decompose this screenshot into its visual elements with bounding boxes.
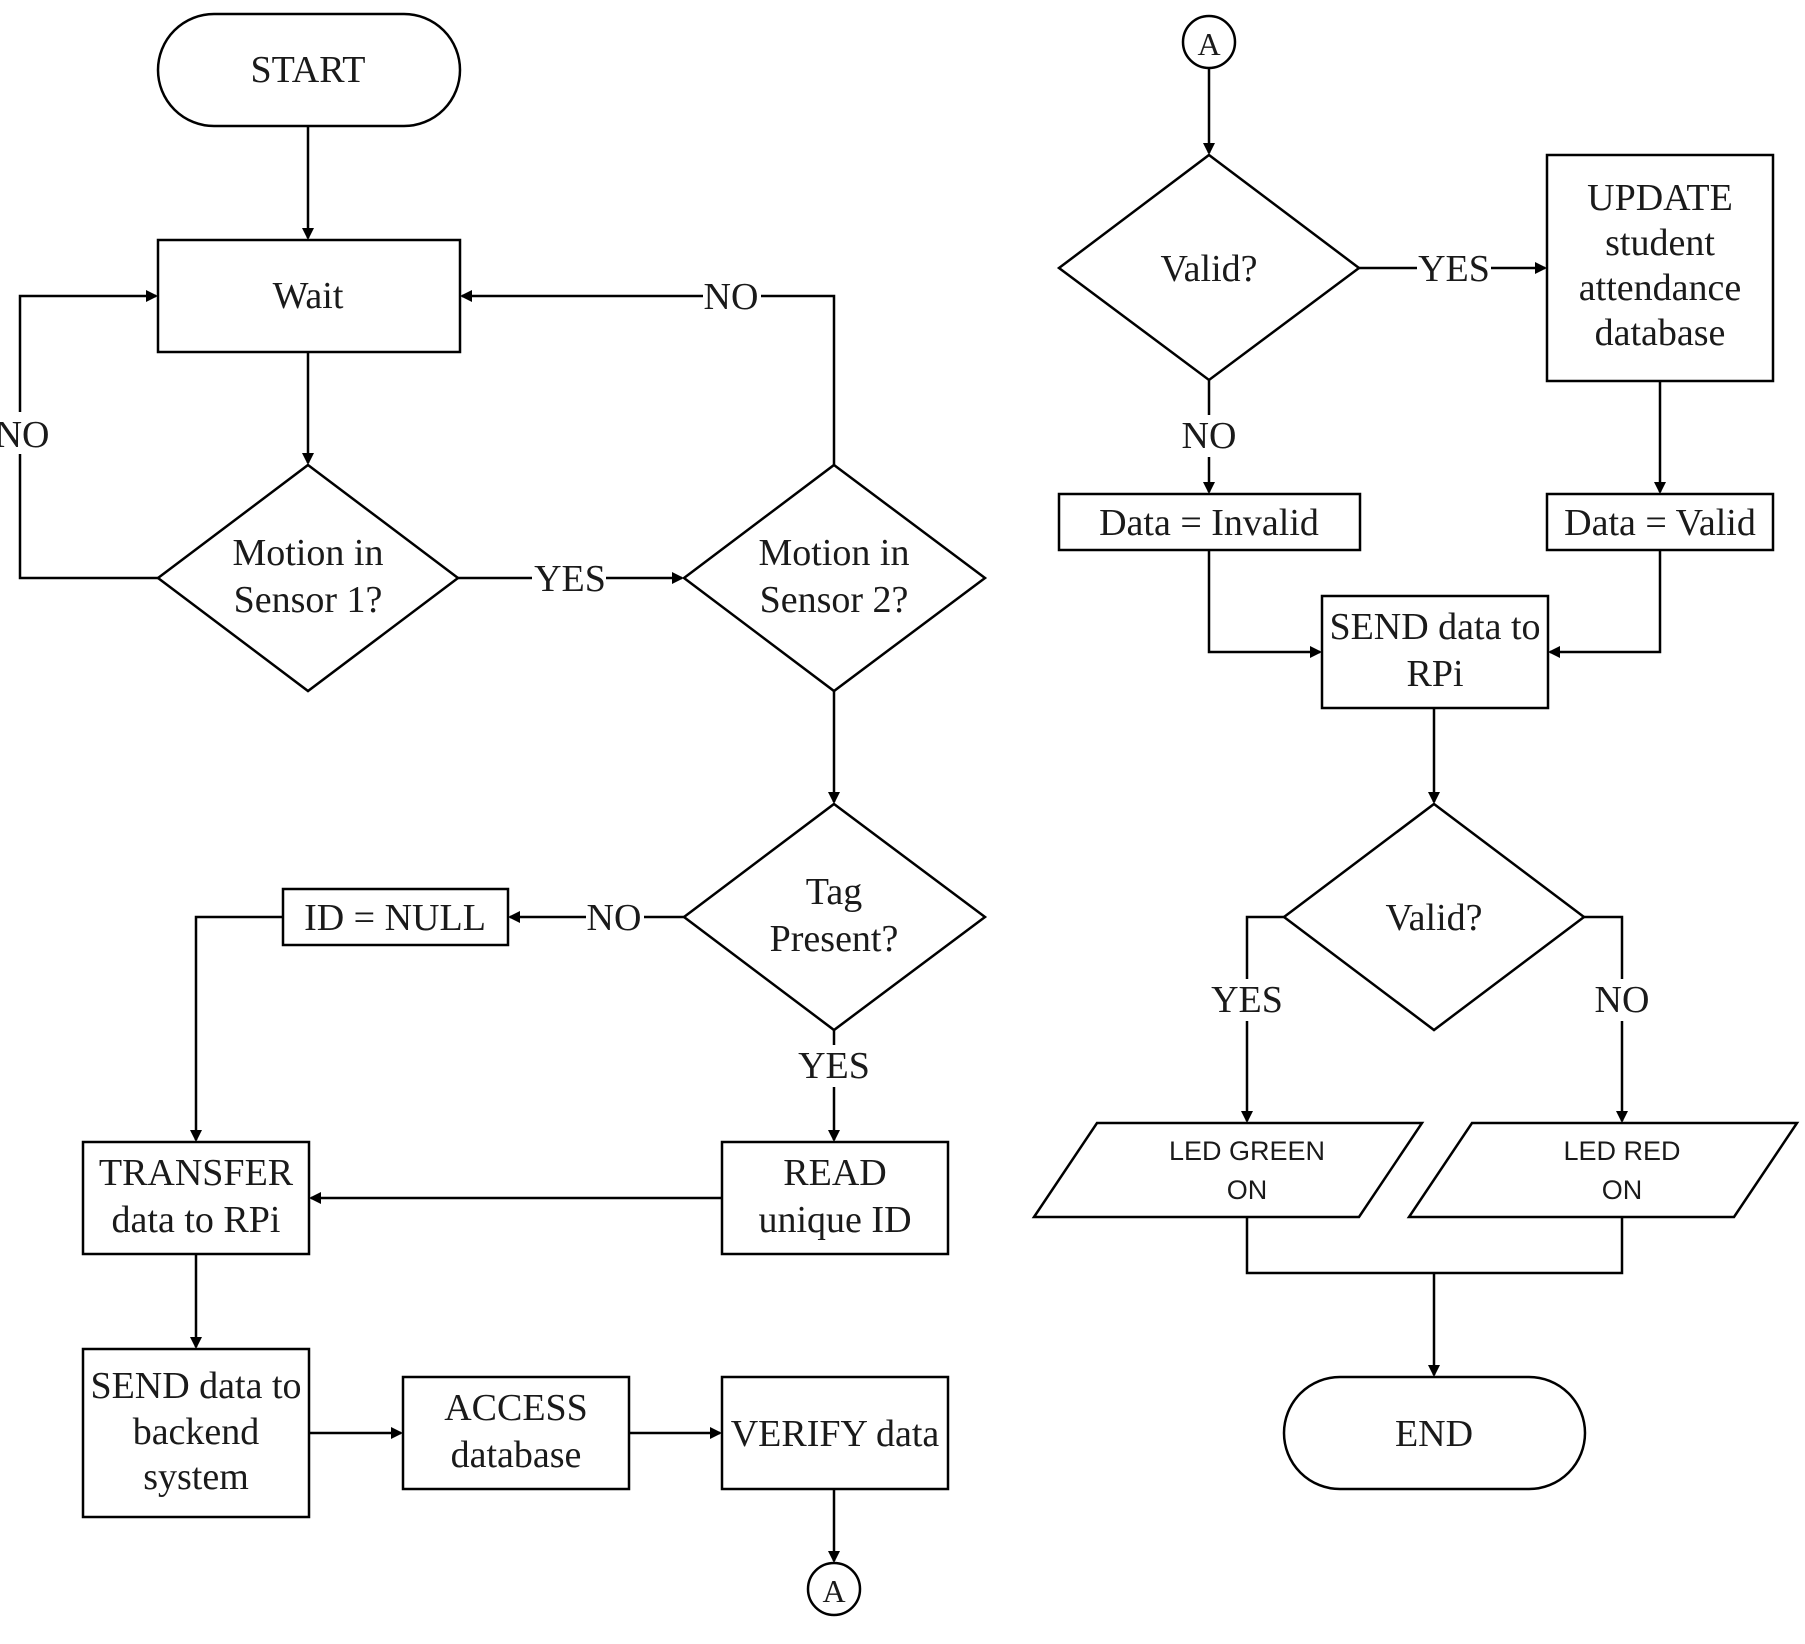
update-label-line2: student xyxy=(1605,222,1715,264)
edge-labels: NO YES NO NO YES YES NO YES NO xyxy=(0,248,1651,1087)
sensor1-label-line2: Sensor 1? xyxy=(234,579,383,621)
label-s2-no: NO xyxy=(704,276,759,318)
end-terminator xyxy=(1282,1375,1587,1491)
connector-a-in-label: A xyxy=(1197,26,1220,62)
edge-sensor2-no xyxy=(460,290,836,465)
datainvalid-label: Data = Invalid xyxy=(1099,502,1319,544)
idnull-label: ID = NULL xyxy=(304,897,486,939)
access-label-line1: ACCESS xyxy=(444,1387,588,1429)
led-green-label-line1: LED GREEN xyxy=(1169,1136,1325,1166)
shapes xyxy=(81,12,1800,1617)
start-label: START xyxy=(250,49,365,91)
sensor1-decision xyxy=(155,463,461,693)
valid2-label: Valid? xyxy=(1385,897,1482,939)
connectors xyxy=(18,68,1666,1563)
edge-leds-merge xyxy=(1245,1217,1624,1275)
transfer-label-line2: data to RPi xyxy=(112,1199,281,1241)
idnull-box xyxy=(281,887,510,947)
wait-box xyxy=(156,238,462,354)
access-box xyxy=(401,1375,631,1491)
wait-label: Wait xyxy=(273,275,344,317)
update-label-line1: UPDATE xyxy=(1587,177,1733,219)
update-box xyxy=(1545,153,1775,383)
read-box xyxy=(720,1140,950,1256)
sendrpi-box xyxy=(1320,594,1550,710)
sensor1-label-line1: Motion in xyxy=(233,532,384,574)
label-v2-yes: YES xyxy=(1211,979,1283,1021)
label-v2-no: NO xyxy=(1595,979,1650,1021)
sendback-box xyxy=(81,1347,311,1519)
verify-box xyxy=(720,1375,950,1491)
valid1-label: Valid? xyxy=(1160,248,1257,290)
label-s1-yes: YES xyxy=(534,558,606,600)
edge-valid2-yes xyxy=(1241,915,1284,1123)
update-label-line3: attendance xyxy=(1579,267,1741,309)
tag-label-line2: Present? xyxy=(770,918,899,960)
node-labels: START Wait Motion in Sensor 1? Motion in… xyxy=(90,26,1755,1609)
led-green-io xyxy=(1031,1121,1425,1219)
connector-a-out-label: A xyxy=(822,1573,845,1609)
led-red-label-line1: LED RED xyxy=(1563,1136,1680,1166)
label-v1-yes: YES xyxy=(1418,248,1490,290)
read-label-line1: READ xyxy=(783,1152,886,1194)
sendrpi-label-line1: SEND data to xyxy=(1329,606,1540,648)
label-s1-no: NO xyxy=(0,414,49,456)
verify-label: VERIFY data xyxy=(731,1413,940,1455)
sensor2-label-line2: Sensor 2? xyxy=(760,579,909,621)
edge-valid2-no xyxy=(1584,915,1628,1123)
sensor2-label-line1: Motion in xyxy=(759,532,910,574)
label-tag-yes: YES xyxy=(798,1045,870,1087)
led-red-io xyxy=(1406,1121,1800,1219)
sendrpi-label-line2: RPi xyxy=(1406,653,1463,695)
end-label: END xyxy=(1395,1413,1473,1455)
edge-datainvalid-sendrpi xyxy=(1207,550,1322,658)
tag-label-line1: Tag xyxy=(806,871,862,913)
led-red-label-line2: ON xyxy=(1602,1175,1643,1205)
valid2-decision xyxy=(1281,802,1587,1032)
sensor2-decision xyxy=(681,463,988,693)
update-label-line4: database xyxy=(1595,312,1726,354)
sendback-label-line1: SEND data to xyxy=(90,1365,301,1407)
access-label-line2: database xyxy=(451,1434,582,1476)
led-green-label-line2: ON xyxy=(1227,1175,1268,1205)
edge-idnull-transfer xyxy=(190,915,283,1142)
datavalid-label: Data = Valid xyxy=(1564,502,1756,544)
tag-decision xyxy=(681,802,988,1032)
read-label-line2: unique ID xyxy=(758,1199,911,1241)
datainvalid-box xyxy=(1057,492,1362,552)
label-tag-no: NO xyxy=(587,897,642,939)
sendback-label-line2: backend xyxy=(133,1411,260,1453)
transfer-label-line1: TRANSFER xyxy=(99,1152,294,1194)
datavalid-box xyxy=(1545,492,1775,552)
label-v1-no: NO xyxy=(1182,415,1237,457)
edge-datavalid-sendrpi xyxy=(1548,550,1662,658)
sendback-label-line3: system xyxy=(143,1456,249,1498)
connector-a-out xyxy=(806,1561,862,1617)
